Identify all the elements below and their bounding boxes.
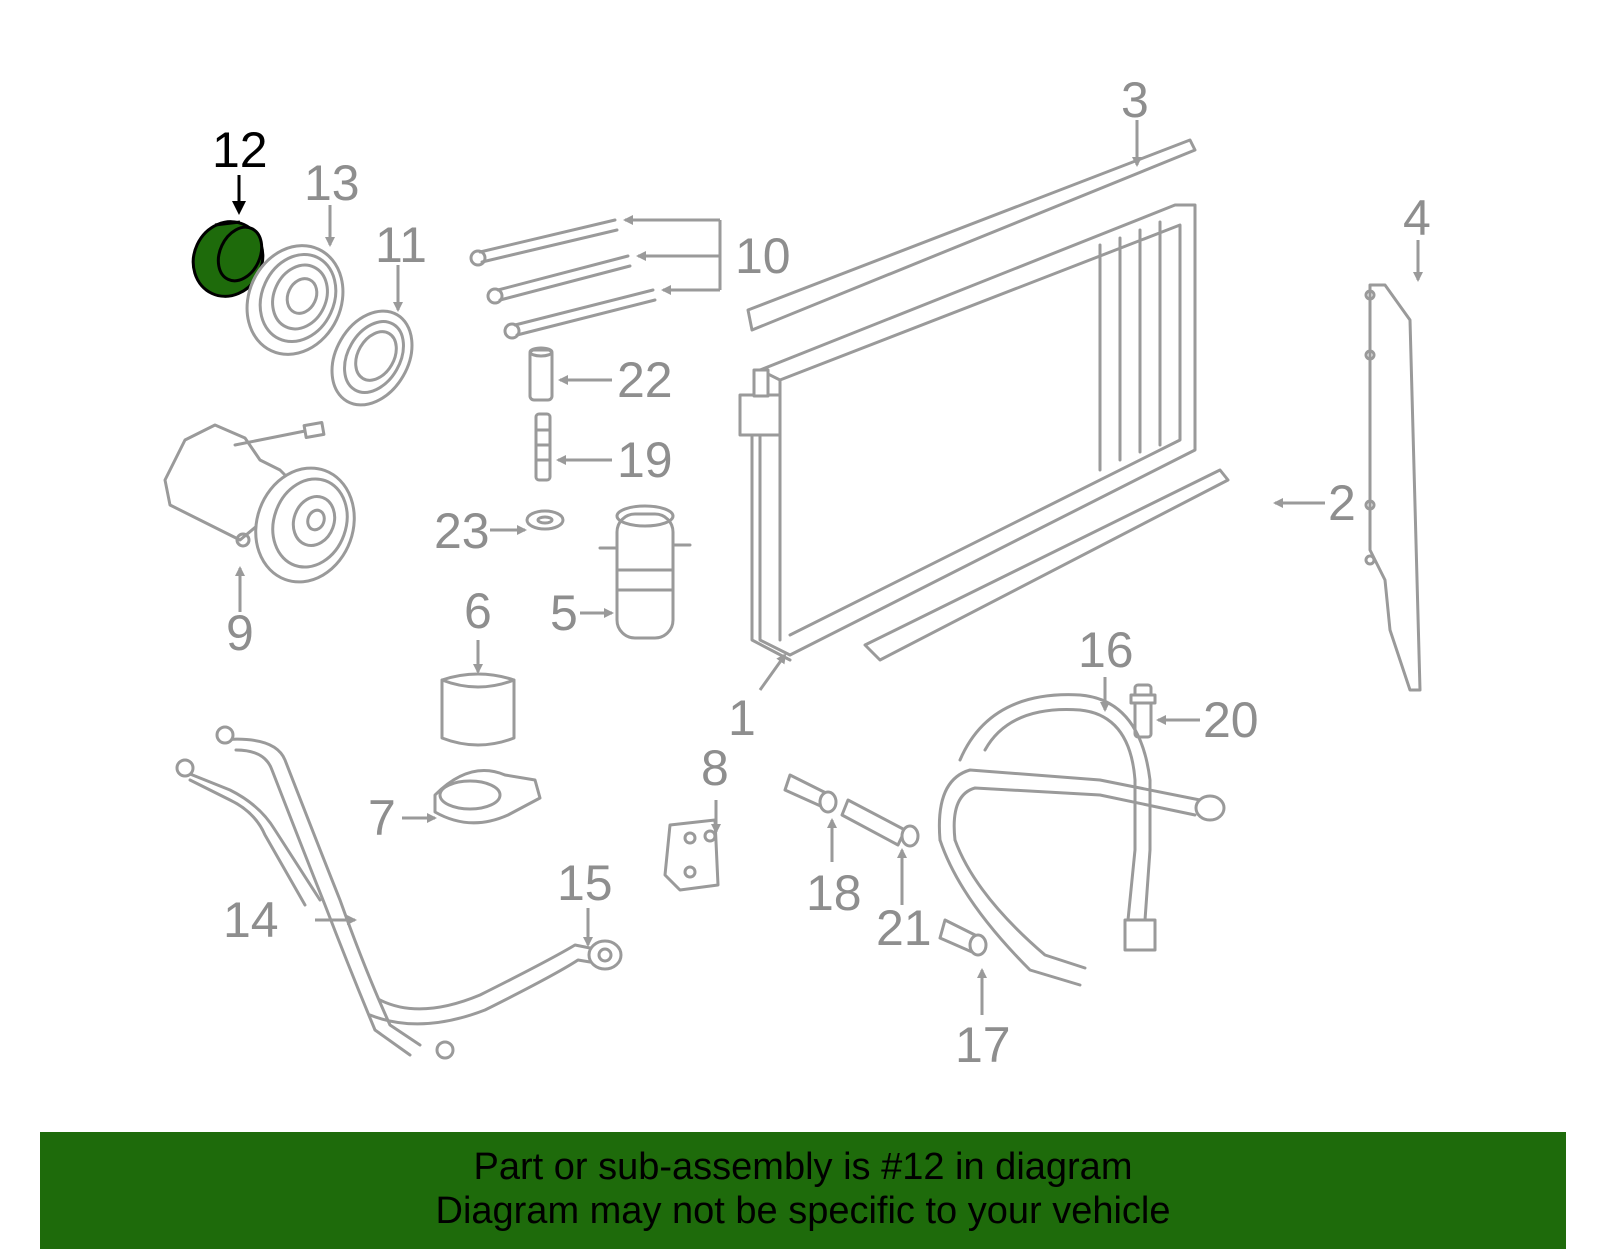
callout-numbers: 12 13 11 3 4 2 1 10 22 19 23 5 6 7 9 8 1… — [212, 72, 1431, 1073]
part-14-lines[interactable] — [175, 725, 455, 1060]
callout-14[interactable]: 14 — [223, 892, 279, 948]
callout-17[interactable]: 17 — [955, 1017, 1011, 1073]
part-4-side-panel[interactable] — [1364, 283, 1422, 692]
notice-line-part-number: Part or sub-assembly is #12 in diagram — [473, 1146, 1133, 1188]
callout-16[interactable]: 16 — [1078, 622, 1134, 678]
part-23-washer[interactable] — [525, 509, 565, 531]
callout-18[interactable]: 18 — [806, 865, 862, 921]
notice-banner: Part or sub-assembly is #12 in diagram D… — [40, 1132, 1566, 1249]
callout-22[interactable]: 22 — [617, 352, 673, 408]
part-17-switch[interactable] — [938, 918, 988, 957]
part-12-clutch-coil[interactable] — [181, 210, 275, 308]
part-3-upper-seal[interactable] — [746, 138, 1197, 332]
callout-10[interactable]: 10 — [735, 228, 791, 284]
callout-23[interactable]: 23 — [434, 503, 490, 559]
part-11-hub-plate[interactable] — [316, 297, 428, 420]
callout-19[interactable]: 19 — [617, 432, 673, 488]
part-9-compressor[interactable] — [163, 421, 370, 596]
part-1-condenser[interactable] — [738, 203, 1197, 662]
callout-8[interactable]: 8 — [701, 740, 729, 796]
callout-1[interactable]: 1 — [728, 690, 756, 746]
part-20-valve[interactable] — [1129, 683, 1157, 739]
callout-6[interactable]: 6 — [464, 583, 492, 639]
callout-20[interactable]: 20 — [1203, 692, 1259, 748]
part-13-pulley[interactable] — [230, 230, 361, 370]
part-18-fitting[interactable] — [783, 773, 838, 814]
callout-3[interactable]: 3 — [1121, 72, 1149, 128]
part-15-line[interactable] — [368, 939, 623, 1026]
callout-9[interactable]: 9 — [226, 605, 254, 661]
callout-11[interactable]: 11 — [375, 217, 427, 273]
notice-line-disclaimer: Diagram may not be specific to your vehi… — [435, 1190, 1171, 1232]
part-22-sleeve[interactable] — [528, 346, 554, 402]
part-6-sleeve[interactable] — [440, 672, 516, 747]
callout-7[interactable]: 7 — [368, 790, 396, 846]
part-5-drier[interactable] — [598, 504, 692, 640]
callout-2[interactable]: 2 — [1328, 475, 1356, 531]
part-2-lower-seal[interactable] — [863, 468, 1230, 662]
callout-13[interactable]: 13 — [304, 155, 360, 211]
callout-4[interactable]: 4 — [1403, 190, 1431, 246]
leader-lines — [232, 120, 1423, 1015]
callout-5[interactable]: 5 — [550, 585, 578, 641]
part-19-stud[interactable] — [534, 412, 552, 482]
callout-12[interactable]: 12 — [212, 122, 268, 178]
part-8-bracket[interactable] — [663, 818, 720, 892]
part-7-mount[interactable] — [433, 769, 542, 825]
callout-15[interactable]: 15 — [557, 855, 613, 911]
part-10-bolts[interactable] — [469, 218, 657, 340]
part-16-hose[interactable] — [937, 693, 1226, 987]
part-21-fitting[interactable] — [840, 798, 920, 848]
callout-21[interactable]: 21 — [876, 900, 932, 956]
